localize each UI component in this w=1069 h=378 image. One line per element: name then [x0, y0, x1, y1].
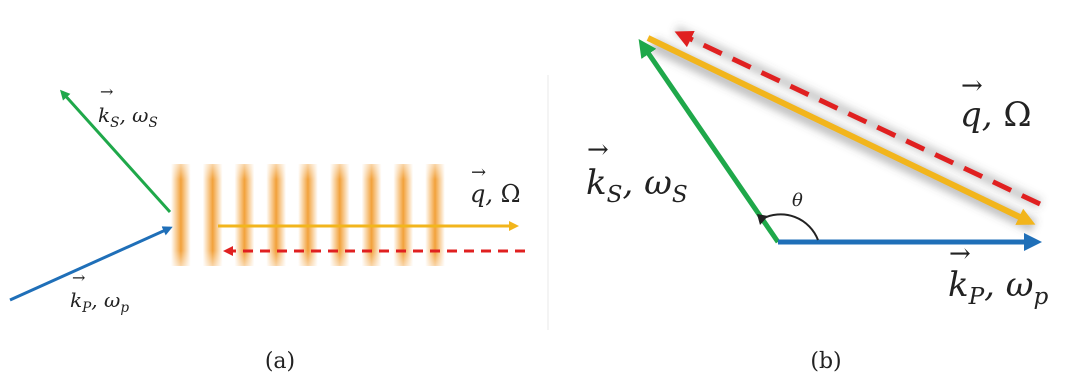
angle-arc-arrowhead: [757, 214, 768, 225]
caption-a: (a): [265, 349, 295, 374]
q-vector-arrow-b: →: [961, 71, 983, 101]
ks-arrow: [59, 89, 172, 214]
kp-label-a: kP, ωp: [70, 288, 129, 316]
ks-label-a: kS, ωS: [98, 103, 158, 131]
q-label-a: q, Ω: [470, 180, 521, 208]
panel-b: θ kS, ωS → q, Ω → kP, ωp → (b): [586, 25, 1049, 374]
ks-arrow-b: [638, 39, 781, 244]
ks-label-b: kS, ωS: [586, 163, 688, 208]
panel-a: kS, ωS → kP, ωp → q, Ω → (a): [9, 82, 525, 374]
acoustic-grating: [167, 164, 461, 266]
kp-vector-arrow-b: →: [949, 239, 971, 269]
caption-b: (b): [810, 349, 841, 374]
q-vector-arrow-a: →: [471, 162, 486, 183]
kp-vector-arrow-a: →: [72, 268, 85, 287]
grating-edge-fade: [167, 164, 461, 266]
q-label-b: q, Ω: [960, 95, 1032, 135]
q-arrow-b: [646, 35, 1036, 225]
theta-label: θ: [792, 190, 803, 211]
ks-vector-arrow-b: →: [587, 135, 609, 165]
kp-label-b: kP, ωp: [948, 265, 1049, 310]
kp-arrow: [9, 226, 173, 302]
ks-vector-arrow-a: →: [100, 82, 113, 101]
reflected-wave-arrow-b: [674, 30, 1042, 207]
angle-arc: [761, 213, 819, 241]
